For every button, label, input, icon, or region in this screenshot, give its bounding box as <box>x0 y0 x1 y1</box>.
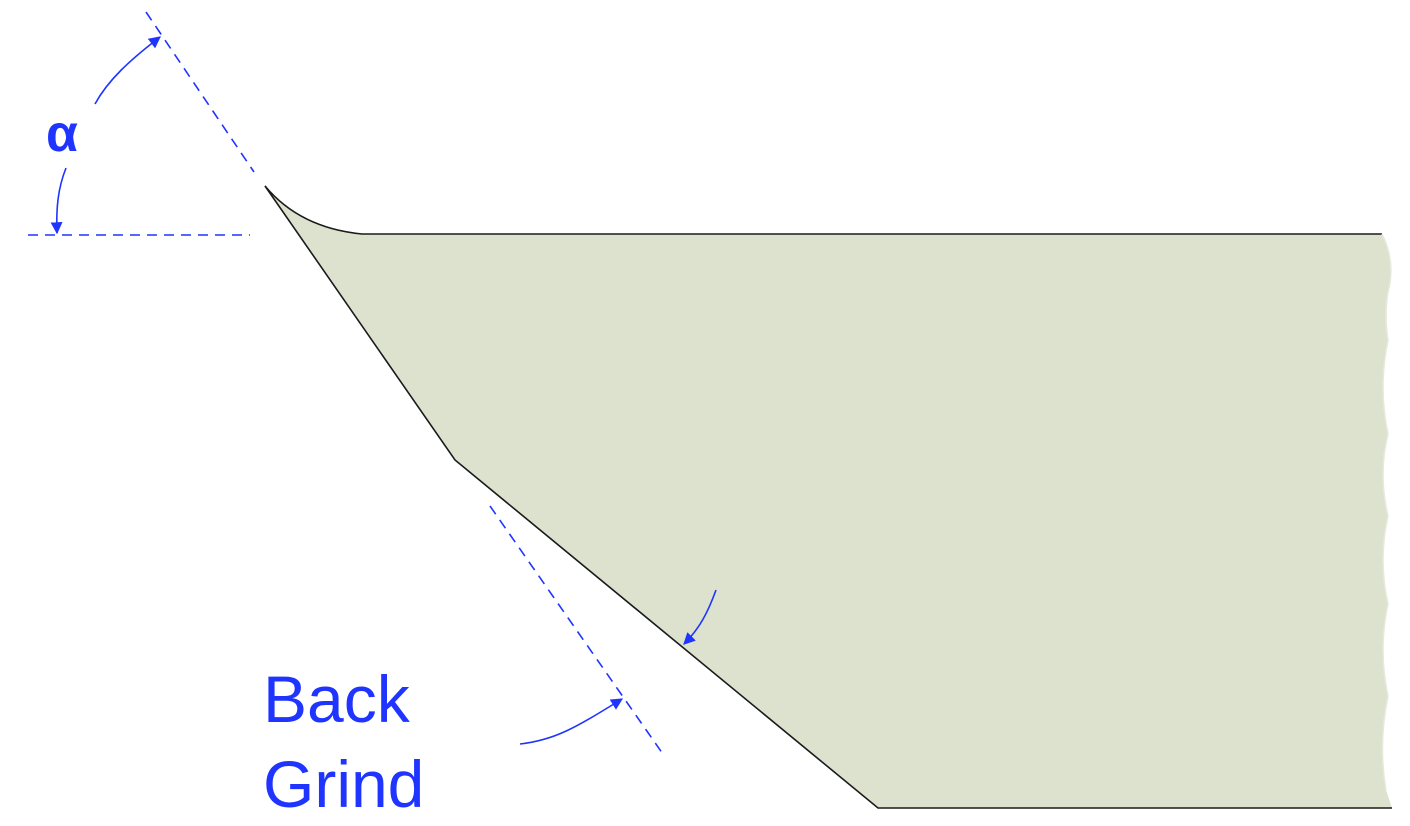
break-edge-outline <box>1381 233 1392 791</box>
edge-pointer-arrow <box>683 589 717 645</box>
tool-body <box>265 186 1392 808</box>
angle-reference-dashed-line <box>145 11 255 173</box>
top-edge-outline <box>264 185 1382 235</box>
cutting-edge-outline <box>264 185 1392 809</box>
back-grind-label-line2: Grind <box>263 747 424 821</box>
back-grind-pointer-arrow <box>519 698 624 745</box>
back-grind-label-line1: Back <box>263 662 411 736</box>
alpha-angle-label: α <box>46 105 78 163</box>
alpha-upper-arrow <box>94 36 161 105</box>
alpha-lower-arrow <box>50 167 67 235</box>
